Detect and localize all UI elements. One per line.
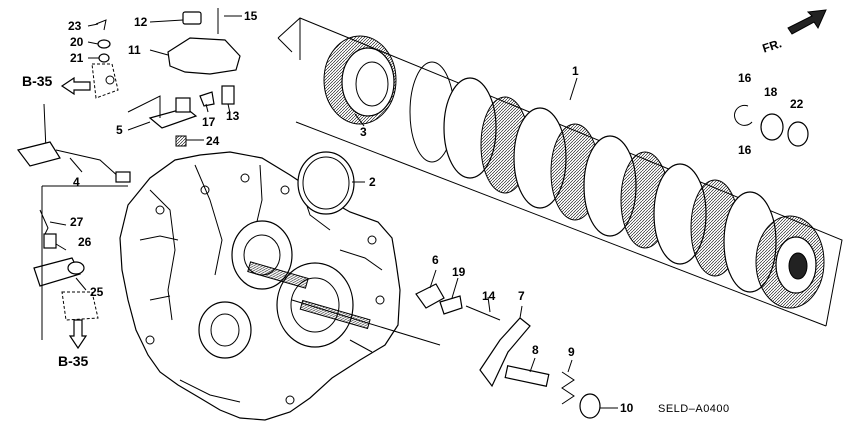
callout-25: 25: [90, 285, 104, 299]
callout-11: 11: [128, 43, 141, 57]
callout-1: 1: [572, 64, 579, 78]
callout-19: 19: [452, 265, 466, 279]
linkage-parts: [33, 209, 99, 321]
callout-10: 10: [620, 401, 634, 415]
callout-7: 7: [518, 289, 525, 303]
o-ring-part: [297, 151, 355, 215]
shift-lever-assembly: [16, 103, 131, 183]
clutch-drum-part: [323, 35, 397, 125]
callout-18: 18: [764, 85, 778, 99]
bracket-assembly: [148, 85, 235, 147]
callout-6: 6: [432, 253, 439, 267]
callout-16-top: 16: [738, 71, 752, 85]
callout-22: 22: [790, 97, 804, 111]
leader-lines: [49, 15, 618, 409]
sensor-assembly: [91, 8, 241, 99]
lever-parts: [415, 283, 601, 419]
callout-14: 14: [482, 289, 496, 303]
clutch-hub: [755, 215, 825, 309]
callout-2: 2: [369, 175, 376, 189]
callout-9: 9: [568, 345, 575, 359]
ref-arrow-top: [60, 76, 91, 96]
front-direction-arrow: [787, 9, 827, 35]
transmission-case: [119, 151, 401, 421]
main-shaft: [247, 261, 441, 346]
small-rings: [734, 104, 809, 147]
callout-8: 8: [532, 343, 539, 357]
callout-16-bottom: 16: [738, 143, 752, 157]
callout-27: 27: [70, 215, 84, 229]
callout-21: 21: [70, 51, 84, 65]
ref-arrow-bottom: [68, 319, 88, 350]
callout-23: 23: [68, 19, 82, 33]
callout-15: 15: [244, 9, 258, 23]
callout-4: 4: [73, 175, 80, 189]
section-brackets: [41, 95, 161, 340]
callout-13: 13: [226, 109, 240, 123]
callout-5: 5: [116, 123, 123, 137]
callout-3: 3: [360, 125, 367, 139]
ref-label-bottom: B-35: [58, 353, 89, 369]
callout-24: 24: [206, 134, 220, 148]
clutch-plates: [409, 61, 777, 293]
callout-26: 26: [78, 235, 92, 249]
ref-label-top: B-35: [22, 73, 53, 89]
callout-12: 12: [134, 15, 148, 29]
callout-17: 17: [202, 115, 216, 129]
direction-label: FR.: [761, 36, 784, 55]
callout-20: 20: [70, 35, 84, 49]
diagram-code: SELD–A0400: [658, 403, 730, 415]
